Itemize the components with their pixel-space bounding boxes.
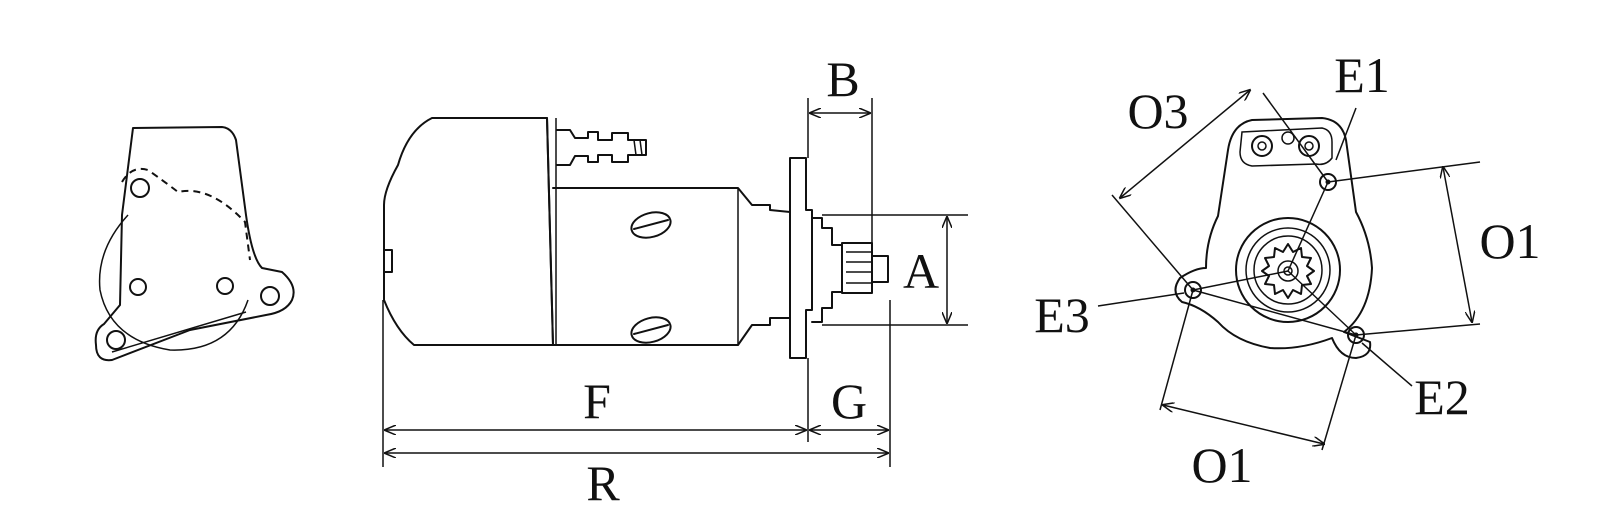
ext-line-O3-a <box>1262 92 1329 183</box>
drive-nose <box>811 217 843 323</box>
drive-end-view <box>1174 117 1373 359</box>
terminal-post-right-inner <box>1304 141 1314 151</box>
solenoid-body <box>383 117 554 346</box>
bolt-hole-ear <box>260 286 280 306</box>
mounting-flange <box>789 157 813 359</box>
solenoid-end-line <box>546 117 554 346</box>
ext-line-O1b-right <box>1321 334 1357 451</box>
label-E2: E2 <box>1414 369 1470 425</box>
pinion-gear-end <box>1261 243 1315 299</box>
body-circle-arc <box>98 214 249 351</box>
centerline-E2 <box>1287 270 1357 336</box>
dim-O1-bottom <box>1163 405 1324 444</box>
bolt-hole-top <box>130 178 150 198</box>
bolt-hole-bottom <box>106 330 126 350</box>
solenoid-cap <box>383 249 393 273</box>
terminal-small-hole <box>1281 131 1295 145</box>
label-F: F <box>583 373 611 429</box>
flange-outline <box>94 126 295 362</box>
terminal-stud <box>556 129 647 166</box>
slotted-screw-bottom <box>630 316 672 344</box>
terminal-post-left-inner <box>1257 141 1267 151</box>
pinion-housing-inner <box>1245 227 1331 313</box>
pinion-gear <box>841 242 873 294</box>
label-E3: E3 <box>1034 287 1090 343</box>
flange-end-view <box>94 126 295 362</box>
leader-E1 <box>1335 107 1357 161</box>
label-B: B <box>826 51 859 107</box>
label-R: R <box>586 455 620 511</box>
label-O3: O3 <box>1127 83 1188 139</box>
label-O1-bottom: O1 <box>1191 437 1252 493</box>
dimension-lines <box>382 98 968 467</box>
leader-E2 <box>1361 342 1413 387</box>
mount-hole-E3 <box>1184 281 1202 299</box>
thread-mark-2 <box>639 139 643 156</box>
pinion-housing-outer <box>1235 217 1341 323</box>
pinion-housing-ring <box>1253 235 1323 305</box>
hidden-contour <box>121 167 251 261</box>
terminal-post-left <box>1251 135 1273 157</box>
shaft-nut <box>871 255 889 283</box>
label-G: G <box>831 373 867 429</box>
centerline-E3-E2 <box>1192 289 1357 336</box>
label-O1-right: O1 <box>1479 213 1540 269</box>
end-housing-outline <box>1174 117 1373 359</box>
slotted-screw-top <box>630 211 672 239</box>
centerline-E3 <box>1192 270 1289 291</box>
dim-O1-right <box>1443 167 1472 322</box>
end-view-dimensions <box>1097 90 1481 451</box>
bolt-hole-left <box>129 278 147 296</box>
bolt-hole-right <box>216 277 234 295</box>
leader-E3 <box>1097 292 1185 307</box>
ext-line-O3-b <box>1111 194 1194 291</box>
motor-body <box>552 187 791 346</box>
starter-side-view <box>383 117 889 359</box>
centerline-E1 <box>1287 181 1329 272</box>
ext-line-O1r-bottom <box>1355 323 1481 336</box>
label-E1: E1 <box>1334 47 1390 103</box>
mount-hole-E1 <box>1319 173 1337 191</box>
ext-line-O1b-left <box>1159 289 1194 411</box>
thread-mark-1 <box>633 139 637 156</box>
dim-O3 <box>1120 90 1250 198</box>
label-A: A <box>903 243 939 299</box>
cut-line <box>111 311 247 353</box>
